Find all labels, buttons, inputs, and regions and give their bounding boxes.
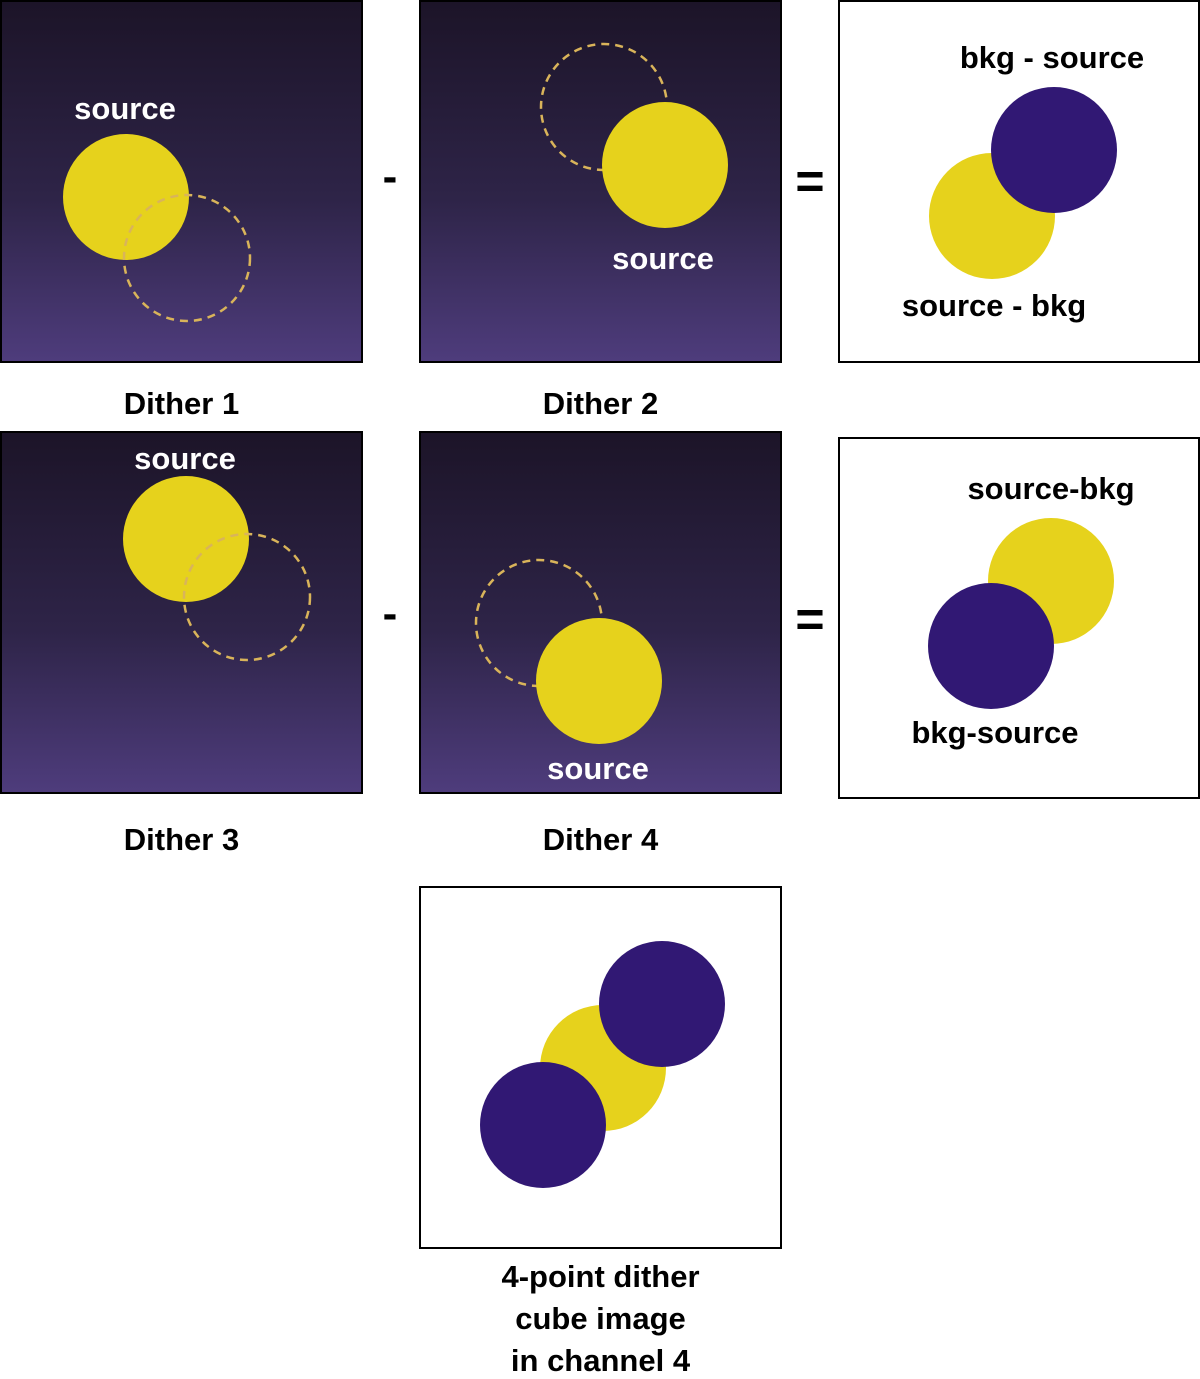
equals-operator: = bbox=[795, 153, 825, 209]
minus-operator: - bbox=[382, 152, 398, 201]
source-minus-bkg-label: source - bkg bbox=[902, 288, 1086, 323]
source-circle bbox=[602, 102, 728, 228]
dither-3-panel: source bbox=[0, 431, 363, 794]
combined-caption-line-2: cube image bbox=[515, 1301, 686, 1336]
source-circle bbox=[123, 476, 249, 602]
source-circle bbox=[63, 134, 189, 260]
bkg-minus-source-circle bbox=[928, 583, 1054, 709]
dither-3-caption: Dither 3 bbox=[123, 822, 240, 857]
source-circle bbox=[536, 618, 662, 744]
source-label: source bbox=[134, 441, 236, 476]
source-label: source bbox=[74, 91, 176, 126]
dither-4-caption: Dither 4 bbox=[542, 822, 659, 857]
minus-operator: - bbox=[382, 589, 398, 638]
difference-result-panel: bkg - source source - bkg bbox=[838, 0, 1200, 363]
bkg-minus-source-label: bkg - source bbox=[960, 40, 1144, 75]
combined-caption-line-1: 4-point dither bbox=[501, 1259, 700, 1294]
source-minus-bkg-label: source-bkg bbox=[967, 471, 1134, 506]
negative-bkg-circle bbox=[599, 941, 725, 1067]
combined-caption-line-3: in channel 4 bbox=[510, 1343, 691, 1378]
bkg-minus-source-circle bbox=[991, 87, 1117, 213]
dither-2-caption: Dither 2 bbox=[542, 386, 659, 421]
source-label: source bbox=[547, 751, 649, 786]
source-label: source bbox=[612, 241, 714, 276]
combined-cube-panel bbox=[419, 886, 782, 1249]
dither-2-panel: source bbox=[419, 0, 782, 363]
difference-result-panel: source-bkg bkg-source bbox=[838, 437, 1200, 799]
equals-operator: = bbox=[795, 591, 825, 647]
negative-bkg-circle bbox=[480, 1062, 606, 1188]
dashed-reference-circle bbox=[122, 193, 252, 323]
dither-1-caption: Dither 1 bbox=[123, 386, 240, 421]
dither-4-panel: source bbox=[419, 431, 782, 794]
dither-1-panel: source bbox=[0, 0, 363, 363]
dashed-reference-circle bbox=[182, 532, 312, 662]
bkg-minus-source-label: bkg-source bbox=[911, 715, 1078, 750]
